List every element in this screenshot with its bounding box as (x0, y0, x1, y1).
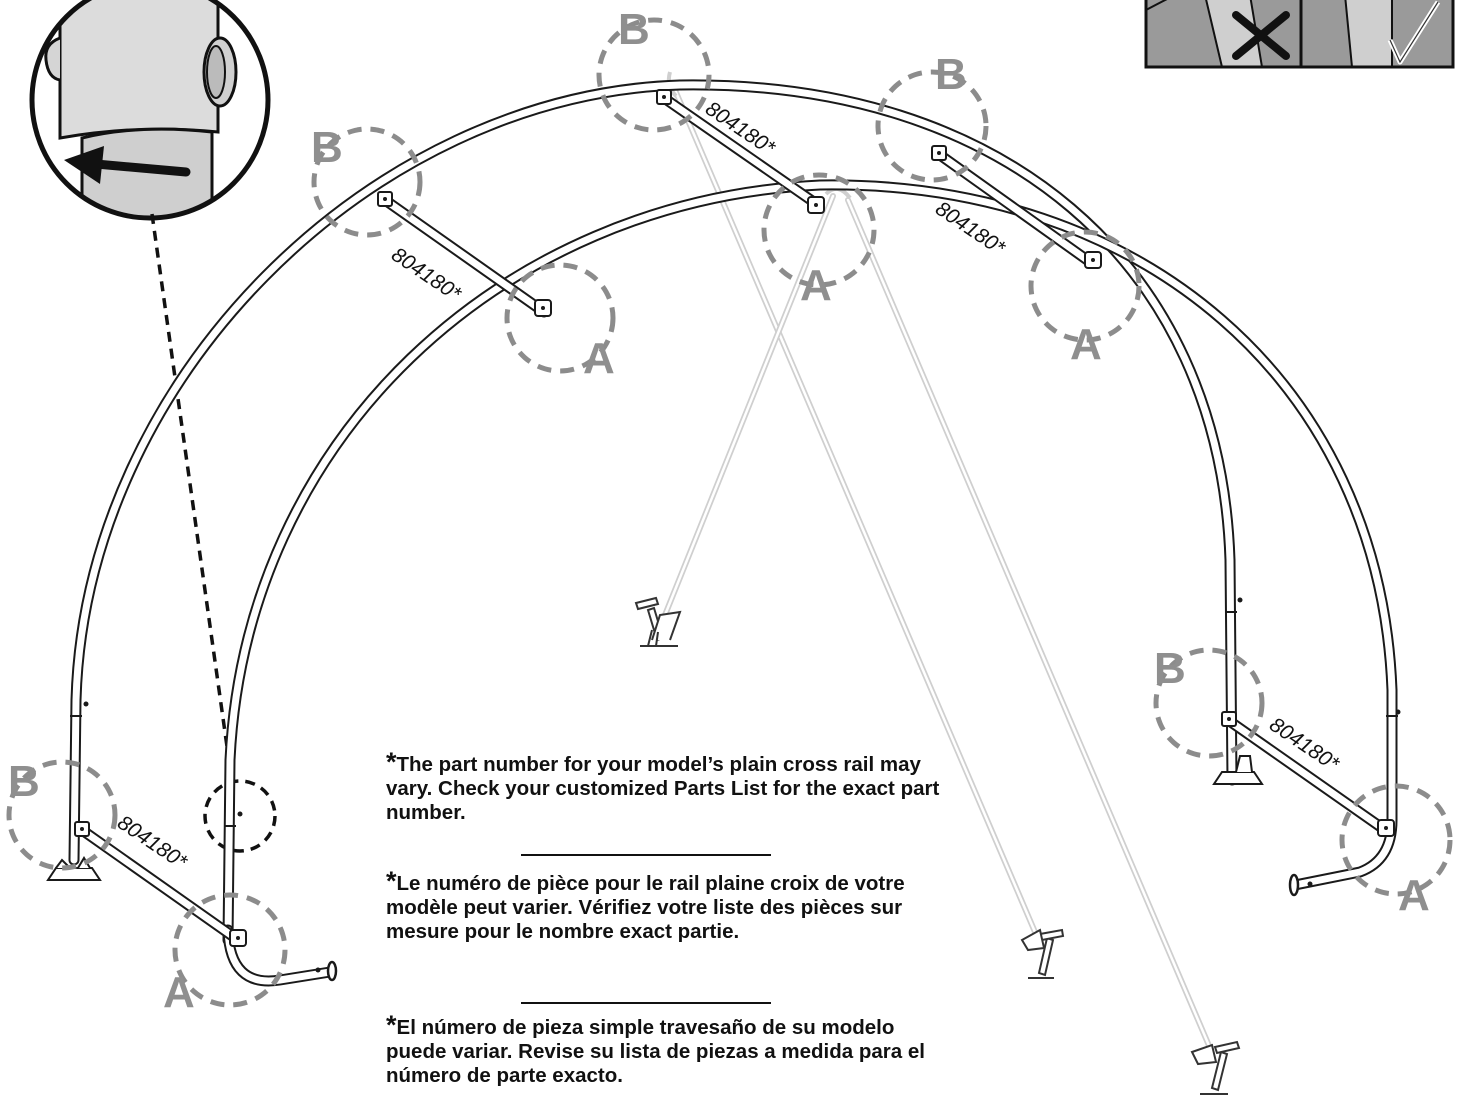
label-a: A (163, 968, 195, 1017)
asterisk: * (386, 1010, 397, 1040)
callout-circle-b (311, 126, 423, 238)
callout-circle-b (6, 759, 118, 871)
ground-stake-middle (1020, 928, 1065, 979)
note-english: *The part number for your model’s plain … (386, 747, 946, 825)
label-a: A (1070, 320, 1102, 369)
callout-circle-a (504, 262, 616, 374)
label-a: A (1398, 871, 1430, 920)
note-french-text: Le numéro de pièce pour le rail plaine c… (386, 872, 905, 943)
callout-circle-a (1028, 229, 1142, 343)
note-spanish: *El número de pieza simple travesaño de … (386, 1010, 946, 1088)
asterisk: * (386, 747, 397, 777)
label-b: B (618, 5, 650, 54)
brackets (46, 89, 1395, 947)
zoom-callout-circle (203, 779, 277, 853)
label-b: B (935, 50, 967, 99)
label-a: A (800, 261, 832, 310)
divider-line (521, 854, 771, 856)
callout-circle-a (172, 892, 288, 1008)
inset-comparison-panel (1144, 0, 1455, 69)
incorrect-x-icon (1232, 11, 1290, 60)
divider-line (521, 1002, 771, 1004)
asterisk: * (386, 866, 397, 896)
label-b: B (1154, 644, 1186, 693)
callout-circle-a (1339, 783, 1453, 897)
bracket-holes (80, 95, 1388, 940)
callout-circle-a (761, 172, 877, 288)
callout-circles (6, 17, 1453, 1008)
direction-arrow-icon (91, 159, 191, 177)
guy-ropes (662, 71, 1213, 1051)
label-b: B (311, 123, 343, 172)
ground-stake-left (634, 596, 682, 647)
callout-circle-b (596, 17, 712, 133)
zoom-detail (29, 0, 271, 221)
frame-arches (68, 79, 1401, 987)
callout-circle-b (875, 69, 989, 183)
note-french: *Le numéro de pièce pour le rail plaine … (386, 866, 946, 944)
label-b: B (8, 757, 40, 806)
ground-stake-right (1190, 1040, 1241, 1095)
zoom-leader-line (150, 213, 234, 783)
label-a: A (583, 334, 615, 383)
note-english-text: The part number for your model’s plain c… (386, 753, 940, 824)
callout-circle-b (1153, 647, 1265, 759)
callout-letters: B B B B B A A A A A (8, 5, 1430, 1017)
note-spanish-text: El número de pieza simple travesaño de s… (386, 1016, 925, 1087)
